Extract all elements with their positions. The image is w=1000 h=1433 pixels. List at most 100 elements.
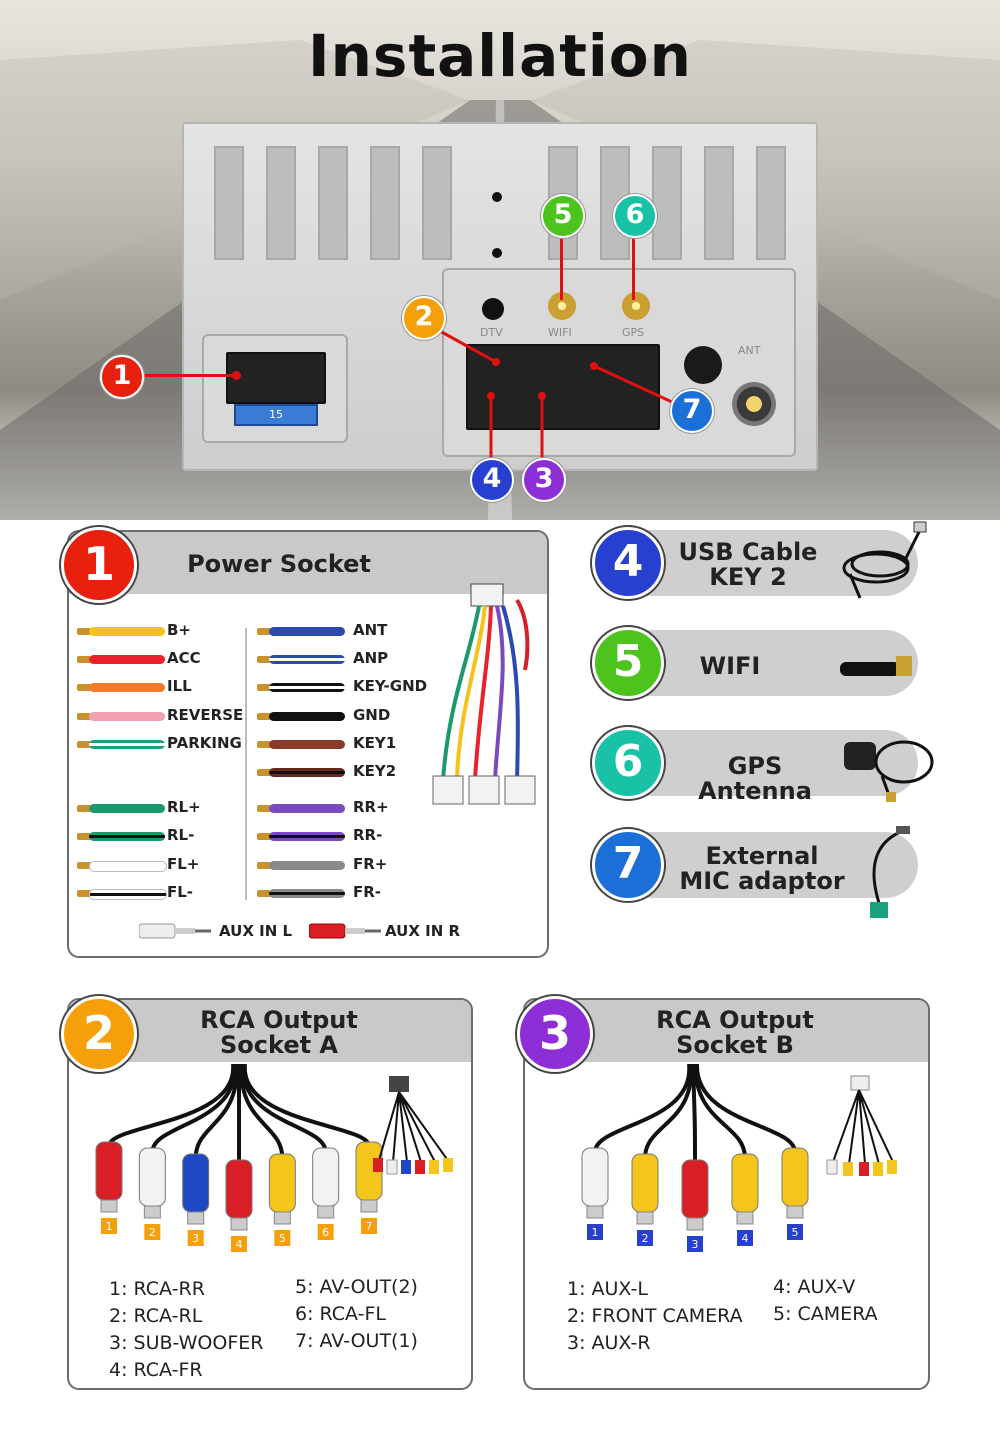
callout-1: 1 [100, 355, 144, 399]
rca-number-label: 4 [236, 1238, 243, 1251]
gps-antenna-icon [844, 740, 934, 802]
screw-hole [492, 192, 502, 202]
wire-label: ANT [353, 621, 388, 639]
card-header [69, 532, 547, 594]
rca-wire [238, 1064, 285, 1159]
aux-in-r-plug-icon [309, 923, 381, 939]
rca-plug-tip [636, 1211, 654, 1225]
rca-plug [138, 1147, 166, 1207]
head-unit-rear: 15 DTV WIFI GPS ANT [182, 122, 818, 471]
wire-label: REVERSE [167, 706, 244, 724]
rca-plug [312, 1147, 340, 1207]
legend-item: 4: AUX-V [773, 1276, 856, 1298]
wire-label: B+ [167, 621, 192, 639]
mic-adaptor-icon [870, 826, 910, 918]
rca-wire [694, 1064, 797, 1153]
wire-tip [77, 862, 91, 869]
rca-number-label: 3 [192, 1232, 199, 1245]
wire-label: FR- [353, 883, 382, 901]
wiring-harness-icon [432, 583, 536, 805]
rca-plug [731, 1153, 759, 1213]
rca-socket-block [466, 344, 660, 430]
callout-point-1 [232, 371, 241, 380]
wire-ill [89, 683, 165, 692]
rca-plug [95, 1141, 123, 1201]
wire-fl- [89, 889, 167, 900]
pill-number-6: 6 [592, 727, 664, 799]
wire-rr- [269, 832, 345, 841]
rca-plug-tip [273, 1211, 291, 1225]
rca-plug [631, 1153, 659, 1213]
callout-3: 3 [522, 458, 566, 502]
wire-rl- [89, 804, 165, 813]
callout-line-5 [560, 232, 563, 300]
pill-text-wifi: WIFI [670, 654, 790, 679]
pill-line: KEY 2 [709, 563, 787, 591]
wire-label: ANP [353, 649, 389, 667]
wire-tip [257, 805, 271, 812]
callout-2: 2 [402, 296, 446, 340]
wire-tip [77, 833, 91, 840]
dtv-label: DTV [480, 326, 503, 339]
wire-tip [257, 862, 271, 869]
rca-number-tag [737, 1230, 753, 1246]
rca-number-tag [637, 1230, 653, 1246]
rca-a-harness-icon [373, 1076, 453, 1175]
wire-tip [77, 890, 91, 897]
wire-parking [89, 740, 165, 749]
callout-7: 7 [670, 389, 714, 433]
center-connector-plate: DTV WIFI GPS ANT [442, 268, 796, 457]
callout-6: 6 [613, 194, 657, 238]
power-socket-plate: 15 [202, 334, 348, 443]
pill-number-5: 5 [592, 627, 664, 699]
wire-tip [257, 713, 271, 720]
wire-tip [257, 833, 271, 840]
wire-label: KEY1 [353, 734, 397, 752]
rca-wire [150, 1064, 238, 1153]
pill-number-7: 7 [592, 829, 664, 901]
rca-number-tag [361, 1218, 377, 1234]
callout-lines [437, 328, 673, 462]
wire-tip [257, 656, 271, 663]
wire-tip [77, 805, 91, 812]
legend-item: 4: RCA-FR [109, 1359, 203, 1381]
wire-tip [257, 741, 271, 748]
legend-item: 3: SUB-WOOFER [109, 1332, 264, 1354]
rca-plug-tip [317, 1205, 335, 1219]
power-socket-number: 1 [61, 527, 137, 603]
dtv-port [482, 298, 504, 320]
heat-fin [756, 146, 786, 260]
legend-item: 2: FRONT CAMERA [567, 1305, 743, 1327]
wire-gnd [269, 712, 345, 721]
page-title: Installation [308, 22, 692, 90]
wire-divider [245, 628, 247, 900]
title-line: RCA Output [200, 1006, 358, 1034]
rca-number-label: 1 [592, 1226, 599, 1239]
rca-number-tag [274, 1230, 291, 1246]
rca-plug [781, 1147, 809, 1207]
rca-wire [691, 1064, 697, 1165]
gps-port [622, 292, 650, 320]
fuse: 15 [234, 404, 318, 426]
rca-plug [581, 1147, 609, 1207]
rca-plug-tip [360, 1199, 378, 1213]
aux-in-l-plug-icon [139, 923, 211, 939]
rca-plug [225, 1159, 253, 1219]
rca-wire [593, 1064, 692, 1153]
ant-label: ANT [738, 344, 761, 357]
wire-acc [89, 655, 165, 664]
rca-wire [693, 1064, 747, 1159]
rca-plug [681, 1159, 709, 1219]
wire-tip [257, 890, 271, 897]
mic-port [684, 346, 722, 384]
pill-text-gps: GPS Antenna [670, 754, 840, 804]
callout-line-6 [632, 232, 635, 300]
wire-label: KEY-GND [353, 677, 428, 695]
